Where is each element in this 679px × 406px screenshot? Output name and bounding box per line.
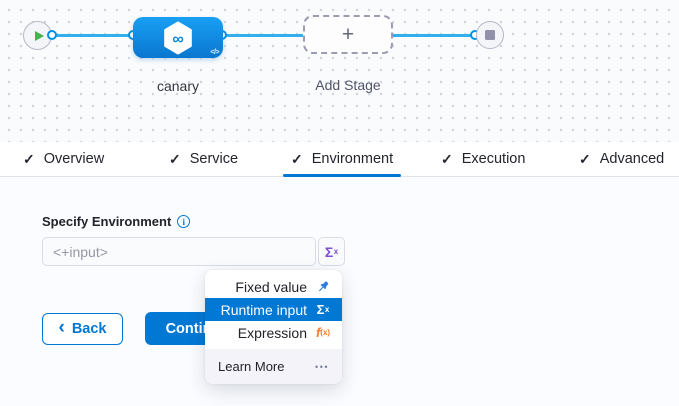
fx-sub: (x) [320,328,331,337]
check-icon: ✓ [441,150,453,167]
add-stage-label: Add Stage [315,77,381,93]
tab-label: Service [189,151,239,167]
menu-item-label: Runtime input [220,301,307,318]
edge-start-to-stage [52,34,133,37]
pipeline-end-node[interactable] [476,21,504,49]
play-icon [34,30,44,41]
sigma-glyph: Σ [316,302,325,317]
ellipsis-icon[interactable]: ••• [315,361,329,372]
info-icon[interactable]: i [177,215,191,228]
check-icon: ✓ [291,150,303,167]
environment-input[interactable] [42,237,316,266]
check-icon: ✓ [579,150,591,167]
menu-item-label: Fixed value [235,278,307,295]
sigma-icon: Σ [324,243,334,260]
stage-node-canary[interactable]: ∞ </> [133,17,223,58]
tab-environment[interactable]: ✓ Environment [282,142,402,177]
tab-label: Overview [43,151,105,167]
infinity-icon: ∞ [172,30,183,47]
chevron-left-icon: ‹ [58,317,65,338]
edge-stage-to-addstage [222,34,304,37]
sigma-sup: x [324,305,330,314]
menu-item-label: Expression [237,324,307,341]
fx-icon: f(x) [315,325,331,340]
menu-item-expression[interactable]: Expression f(x) [205,321,342,344]
dropdown-footer: Learn More ••• [205,349,342,384]
harness-hexagon-icon: ∞ [164,21,192,54]
connector-port [47,30,57,40]
learn-more-link[interactable]: Learn More [218,359,285,374]
pin-icon [315,280,331,294]
tab-label: Environment [311,151,394,167]
code-icon: </> [210,49,219,56]
menu-item-fixed-value[interactable]: Fixed value [205,275,342,298]
specify-environment-row: Specify Environment i [42,214,191,229]
edge-addstage-to-end [393,34,475,37]
check-icon: ✓ [169,150,181,167]
stage-config-tabbar: ✓ Overview ✓ Service ✓ Environment ✓ Exe… [0,142,679,177]
specify-environment-label: Specify Environment [42,214,172,229]
plus-icon: + [341,22,355,46]
tab-label: Execution [461,151,526,167]
stage-name-label: canary [156,78,200,94]
tab-service[interactable]: ✓ Service [169,142,238,176]
back-button[interactable]: ‹ Back [42,313,123,345]
add-stage-button[interactable]: + [303,15,393,54]
tab-advanced[interactable]: ✓ Advanced [579,142,664,176]
pipeline-canvas: ∞ </> + canary Add Stage [0,0,679,142]
check-icon: ✓ [23,150,35,167]
tab-execution[interactable]: ✓ Execution [441,142,525,176]
tab-label: Advanced [599,151,665,167]
tab-overview[interactable]: ✓ Overview [23,142,104,176]
sigma-sup: x [333,247,339,256]
back-button-label: Back [71,321,107,337]
stop-icon [485,30,495,40]
fx-base: f [315,325,321,340]
